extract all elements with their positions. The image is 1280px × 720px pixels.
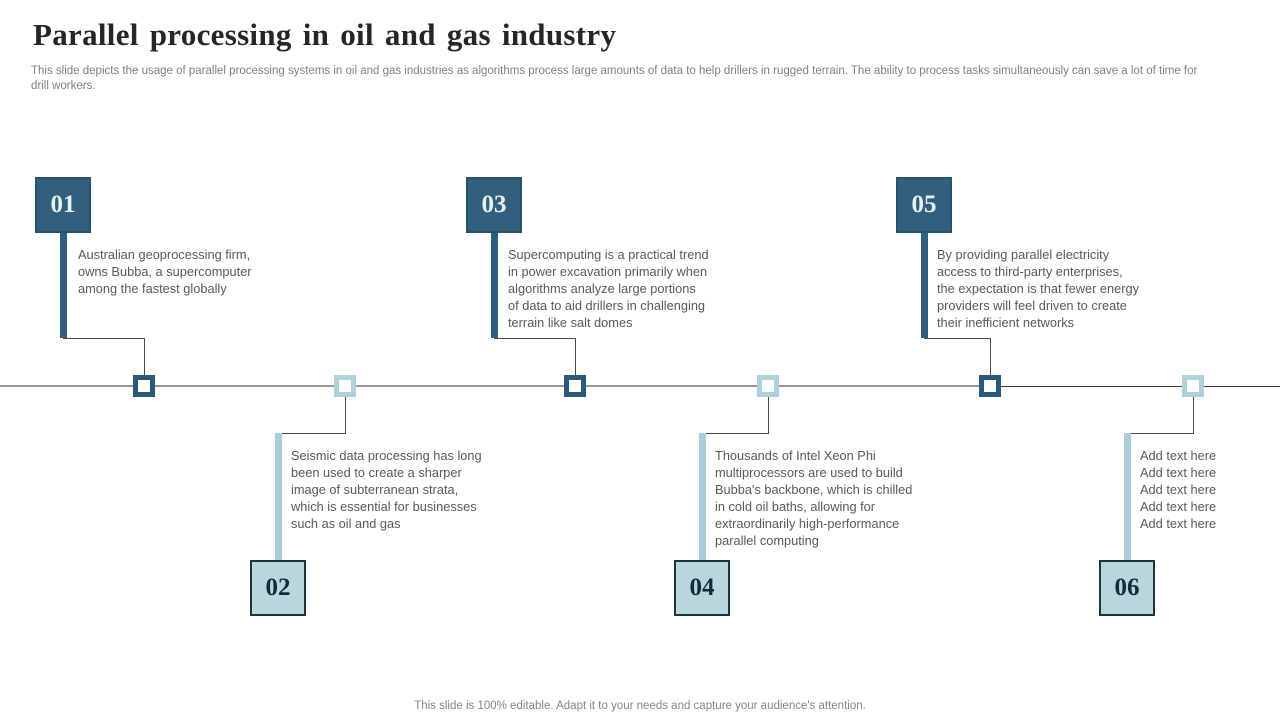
step-text-02: Seismic data processing has long been us… <box>291 448 482 531</box>
stem-line-01 <box>60 233 67 338</box>
timeline-marker-06 <box>1182 375 1204 397</box>
step-text-01: Australian geoprocessing firm, owns Bubb… <box>78 247 252 296</box>
timeline-marker-03 <box>564 375 586 397</box>
stem-line-06 <box>1124 433 1131 560</box>
connector-elbow-02 <box>278 397 346 434</box>
step-text-05: By providing parallel electricity access… <box>937 247 1140 330</box>
slide-footer-note: This slide is 100% editable. Adapt it to… <box>414 700 866 712</box>
connector-elbow-04 <box>702 397 769 434</box>
stem-line-02 <box>275 433 282 560</box>
connector-elbow-03 <box>494 338 576 376</box>
slide-subtitle: This slide depicts the usage of parallel… <box>31 65 1198 92</box>
stem-line-05 <box>921 233 928 338</box>
timeline-line-right-segment <box>990 386 1280 387</box>
timeline-marker-04 <box>757 375 779 397</box>
slide-title: Parallel processing in oil and gas indus… <box>33 17 617 52</box>
stem-line-04 <box>699 433 706 560</box>
step-text-04: Thousands of Intel Xeon Phi multiprocess… <box>715 448 913 548</box>
timeline-line <box>0 385 990 387</box>
step-text-placeholder-06: Add text here Add text here Add text her… <box>1140 448 1217 531</box>
step-number-box-05: 05 <box>896 177 952 233</box>
timeline-marker-05 <box>979 375 1001 397</box>
step-number-box-06: 06 <box>1099 560 1155 616</box>
connector-elbow-06 <box>1127 397 1194 434</box>
step-number-box-03: 03 <box>466 177 522 233</box>
connector-elbow-05 <box>924 338 991 376</box>
step-text-03: Supercomputing is a practical trend in p… <box>508 247 709 330</box>
step-number-box-01: 01 <box>35 177 91 233</box>
timeline-marker-02 <box>334 375 356 397</box>
stem-line-03 <box>491 233 498 338</box>
step-number-box-04: 04 <box>674 560 730 616</box>
step-number-box-02: 02 <box>250 560 306 616</box>
connector-elbow-01 <box>63 338 145 376</box>
timeline-marker-01 <box>133 375 155 397</box>
